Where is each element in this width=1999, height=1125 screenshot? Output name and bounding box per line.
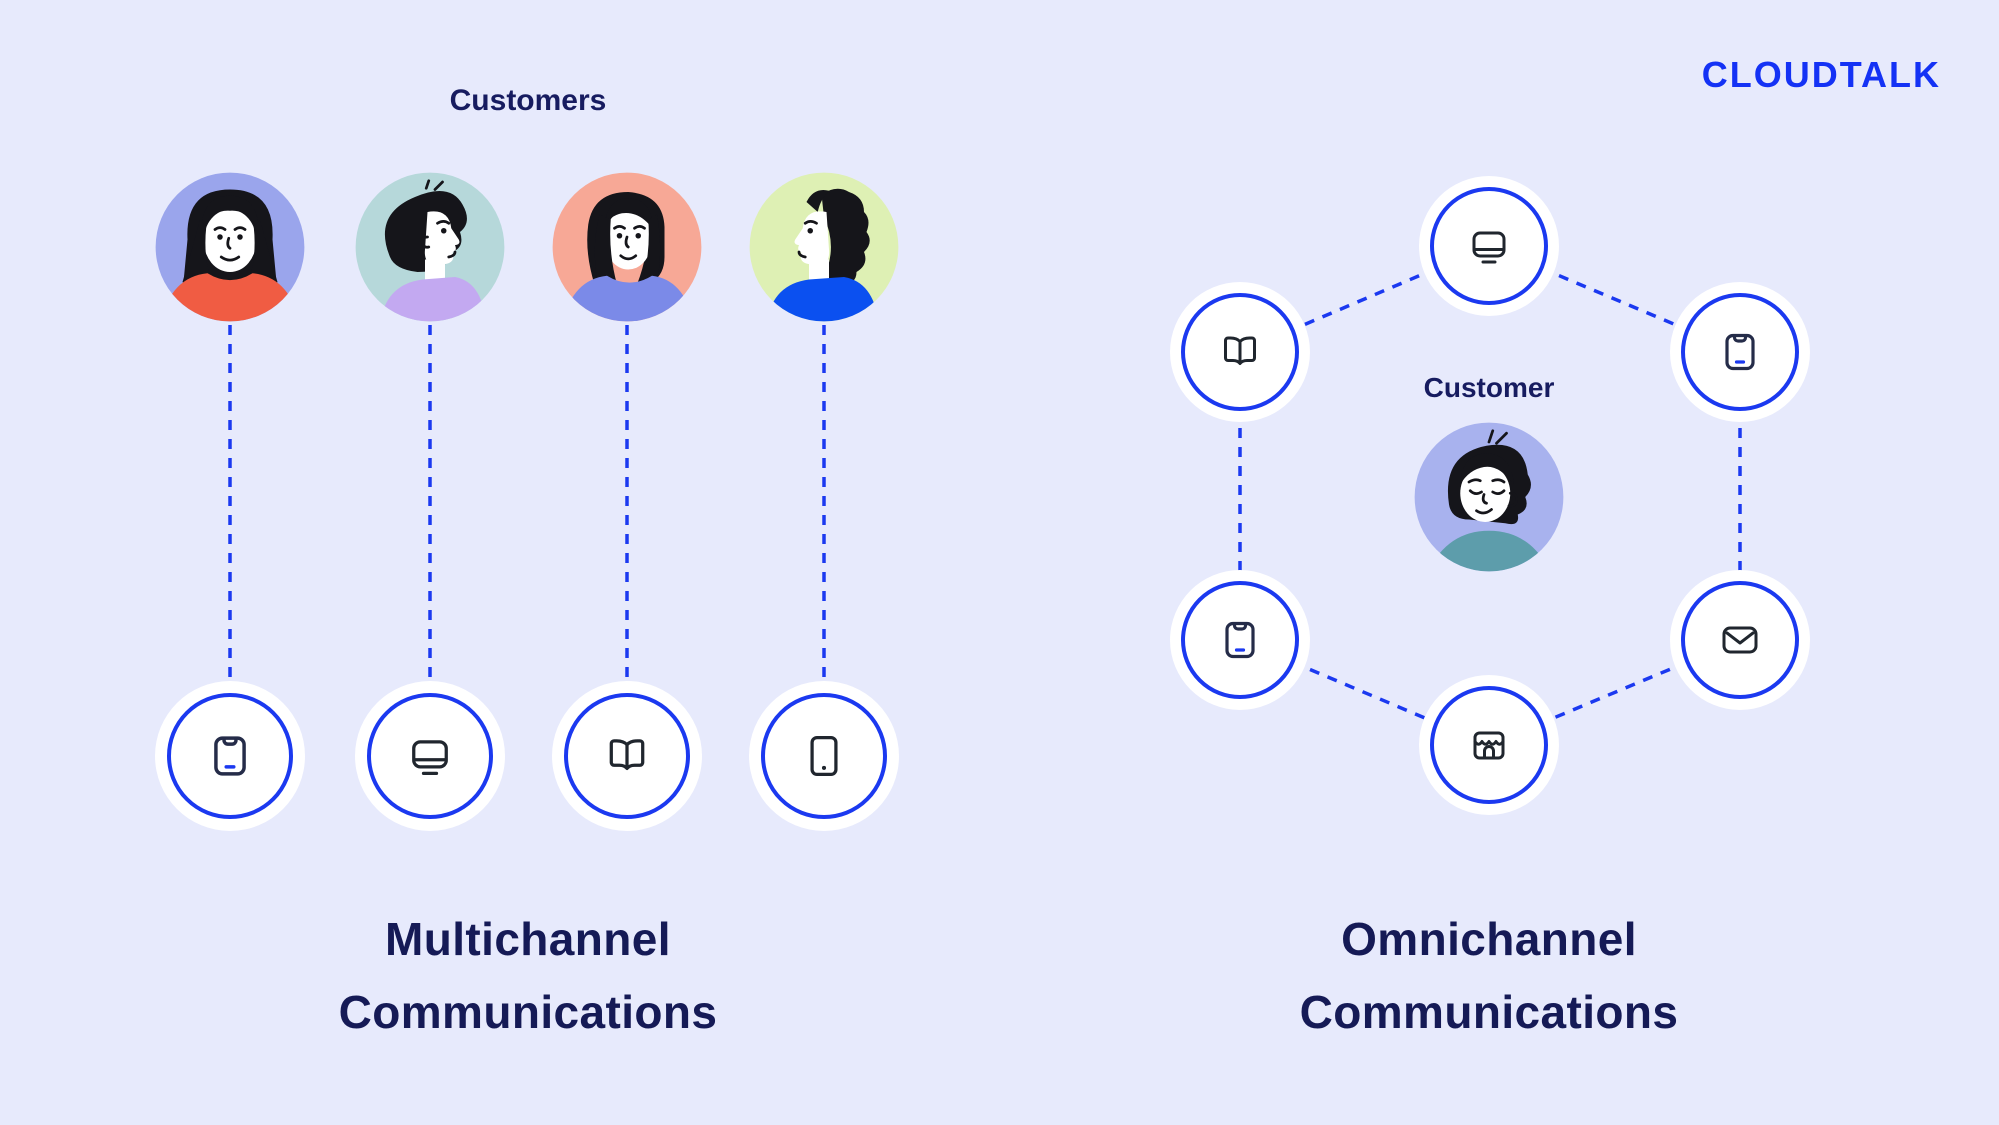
channel-ring [1681,581,1799,699]
multichannel-title-line1: Multichannel [385,913,671,965]
book-icon [1224,336,1256,365]
channel-circle-smartphone-bottomleft [1170,570,1310,710]
multichannel-title-line2: Communications [338,986,718,1038]
channel-ring [1681,293,1799,411]
channel-ring [564,693,690,819]
channel-circle-shop-bottom [1419,675,1559,815]
shop-icon [1473,731,1505,760]
channel-ring [167,693,293,819]
customer-avatar-3 [552,172,702,322]
channel-ring [1430,187,1548,305]
omnichannel-title-line1: Omnichannel [1341,913,1637,965]
envelope-icon [1722,626,1758,654]
channel-ring [1181,581,1299,699]
channel-circle-book [552,681,702,831]
multichannel-title: Multichannel Communications [339,903,718,1049]
omnichannel-title: Omnichannel Communications [1300,903,1679,1049]
customer-avatar-2 [355,172,505,322]
tablet-icon [810,735,838,777]
cloudtalk-logo: CLOUDTALK [1701,54,1941,95]
channel-ring [1430,686,1548,804]
channel-circle-monitor-top [1419,176,1559,316]
channel-ring [1181,293,1299,411]
omnichannel-title-line2: Communications [1299,986,1679,1038]
channel-circle-book-topleft [1170,282,1310,422]
customer-avatar-1 [155,172,305,322]
avatar-shirt [160,273,300,322]
monitor-icon [1472,231,1506,264]
channel-circle-smartphone [155,681,305,831]
avatar-shirt [1426,530,1552,572]
monitor-icon [412,740,448,775]
avatar-shirt [562,275,695,322]
channel-ring [761,693,887,819]
avatar-shirt [766,277,879,322]
book-icon [609,739,645,771]
customer-avatar-4 [749,172,899,322]
channel-circle-monitor [355,681,505,831]
smartphone-icon [214,736,246,776]
channel-circle-tablet [749,681,899,831]
customer-avatar-center [1414,422,1564,572]
channel-circle-envelope-bottomright [1670,570,1810,710]
customers-label: Customers [449,84,607,117]
channel-ring [367,693,493,819]
customer-label: Customer [1423,372,1555,403]
smartphone-icon [1225,621,1255,659]
channel-circle-smartphone-topright [1670,282,1810,422]
avatar-shirt [380,277,487,322]
smartphone-icon [1725,333,1755,371]
